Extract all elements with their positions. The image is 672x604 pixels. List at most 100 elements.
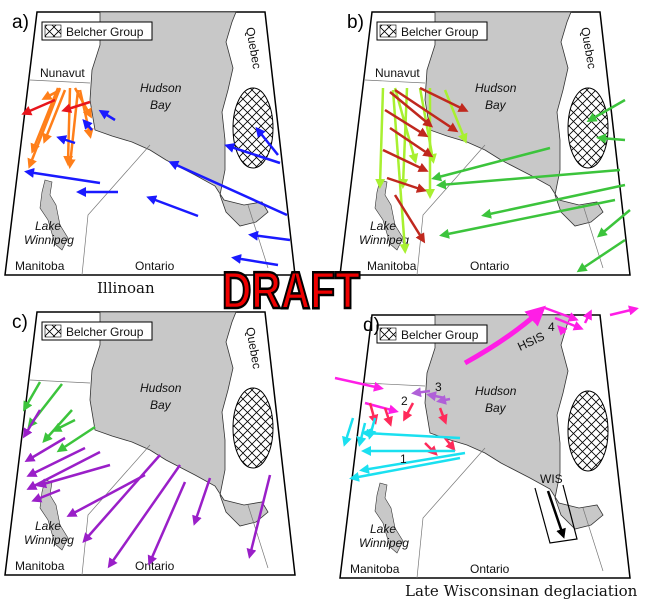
nunavut-label: Nunavut	[40, 66, 85, 80]
hudson-bay	[89, 11, 269, 227]
flow-arrow	[334, 376, 384, 392]
winnipeg-label: Winnipeg	[359, 233, 409, 247]
hudson-bay	[89, 311, 269, 527]
flow-arrow	[361, 428, 461, 440]
flow-arrow	[359, 451, 466, 474]
flow-arrow	[342, 417, 355, 447]
flow-arrow	[56, 425, 96, 453]
flow-arrow	[147, 481, 187, 566]
flow-arrow	[246, 474, 272, 559]
map-panel-d: Belcher Groupd)HudsonBayLakeWinnipegMani…	[334, 305, 639, 600]
hatch-swatch-icon	[44, 324, 62, 338]
legend-label: Belcher Group	[66, 325, 144, 339]
flow-arrow	[22, 409, 42, 439]
flow-arrow	[394, 88, 459, 133]
flow-arrow	[30, 87, 60, 154]
flow-arrow	[248, 230, 291, 242]
bay-label: Bay	[485, 98, 507, 112]
flow-arrow	[596, 133, 626, 144]
flow-arrow	[56, 135, 76, 145]
n4-label: 4	[548, 320, 555, 334]
hudson-label: Hudson	[475, 384, 517, 398]
belcher-group-area	[232, 87, 274, 169]
map-panel-a: Belcher Groupa)NunavutQuebecHudsonBayLak…	[4, 11, 296, 297]
flow-arrow	[386, 176, 427, 193]
flow-arrow	[481, 183, 626, 219]
lake-label: Lake	[35, 219, 61, 233]
flow-arrow	[98, 109, 116, 122]
manitoba-label: Manitoba	[15, 259, 65, 273]
manitoba-label: Manitoba	[15, 559, 65, 573]
legend-label: Belcher Group	[401, 25, 479, 39]
draft-watermark: DRAFT	[222, 262, 360, 320]
lake-winnipeg	[374, 482, 404, 554]
flow-arrow	[609, 305, 639, 317]
flow-arrow	[255, 126, 279, 156]
map-panel-b: Belcher Groupb)NunavutQuebecHudsonBayLak…	[339, 11, 631, 276]
flow-arrow	[439, 198, 616, 239]
flow-arrow	[557, 325, 568, 336]
flow-arrow	[389, 91, 434, 128]
flow-arrow	[431, 146, 551, 182]
flow-arrow	[544, 306, 579, 322]
flow-arrow	[576, 238, 626, 273]
flow-arrow	[146, 195, 199, 218]
wis-outline	[534, 484, 578, 544]
bay-label: Bay	[150, 98, 172, 112]
flow-arrow	[375, 87, 386, 189]
lake-label: Lake	[370, 522, 396, 536]
flow-arrow	[66, 473, 146, 517]
flow-arrow	[23, 381, 42, 412]
n3-label: 3	[435, 380, 442, 394]
flow-arrow	[26, 450, 101, 490]
flow-arrow	[21, 98, 56, 116]
belcher-group-area	[567, 87, 609, 169]
flow-arrow	[443, 89, 468, 144]
flow-arrow	[61, 100, 91, 113]
winnipeg-label: Winnipeg	[24, 233, 74, 247]
flow-arrow	[36, 463, 111, 489]
hsis-flow-arrow	[463, 305, 546, 366]
flow-arrow	[438, 407, 448, 425]
flow-arrow	[596, 209, 631, 238]
bay-label: Bay	[150, 398, 172, 412]
ontario-label: Ontario	[470, 259, 510, 273]
flow-arrow	[586, 98, 626, 122]
ontario-label: Ontario	[135, 259, 175, 273]
flow-arrow	[356, 422, 367, 447]
caption-label: Late Wisconsinan deglaciation	[405, 582, 638, 600]
flow-arrow	[31, 488, 61, 503]
flow-arrow	[403, 402, 415, 422]
flow-arrow	[349, 456, 461, 482]
flow-arrow	[393, 194, 426, 244]
bay-label: Bay	[485, 401, 507, 415]
manitoba-label: Manitoba	[350, 562, 400, 576]
legend-box	[41, 321, 153, 341]
flow-arrow	[384, 108, 429, 138]
legend-label: Belcher Group	[66, 25, 144, 39]
province-border	[29, 379, 269, 576]
flow-arrow	[65, 89, 80, 169]
flow-arrow	[26, 446, 86, 477]
lake-winnipeg	[39, 179, 69, 251]
lake-label: Lake	[35, 519, 61, 533]
hatch-swatch-icon	[379, 327, 397, 341]
belcher-group-area	[232, 387, 274, 469]
n2-label: 2	[401, 394, 408, 408]
belcher-group-area	[567, 390, 609, 472]
flow-arrow	[382, 148, 429, 172]
flow-arrow	[231, 254, 279, 267]
flow-arrow	[42, 89, 67, 144]
legend-box	[41, 21, 153, 41]
label-label: d)	[363, 315, 380, 336]
flow-arrow	[419, 86, 469, 112]
caption-label: Illinoan	[97, 279, 155, 297]
legend-box	[376, 324, 488, 344]
flow-arrow	[82, 118, 93, 131]
flow-arrow	[168, 160, 288, 217]
winnipeg-label: Winnipeg	[359, 536, 409, 550]
label-label: a)	[12, 12, 29, 33]
flow-arrow	[192, 477, 212, 526]
hudson-bay	[424, 11, 604, 227]
hudson-label: Hudson	[475, 81, 517, 95]
